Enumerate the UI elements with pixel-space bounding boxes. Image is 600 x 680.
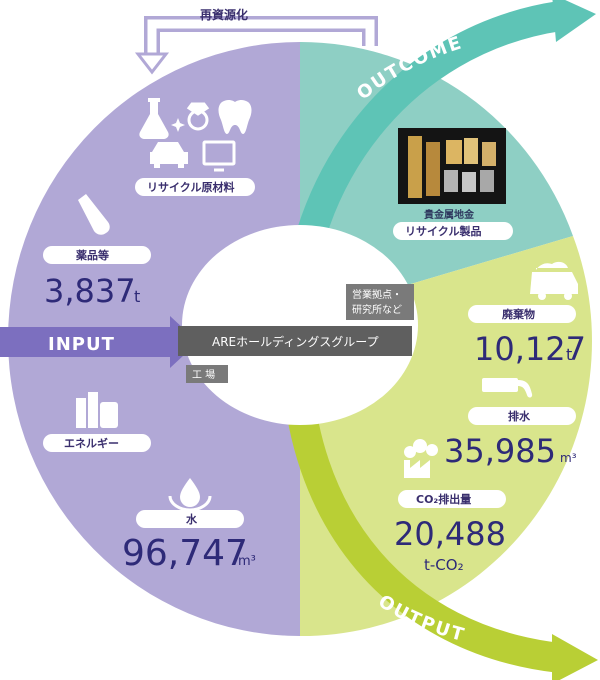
input-label: INPUT [48,334,115,355]
output-ring-section [300,236,592,637]
energy-pill [43,434,151,452]
co2-unit: t-CO₂ [424,556,464,574]
outcome-arrow-head [552,0,596,42]
ring-icon [186,102,210,131]
offices-label-line1: 営業拠点・ [352,288,402,301]
chemicals-value: 3,837 [44,272,136,310]
recycled-products-label: リサイクル製品 [405,224,481,238]
wastewater-label: 排水 [508,409,531,423]
drain-pipe-icon [482,378,533,398]
offices-label-line2: 研究所など [352,303,402,316]
group-bar [178,326,412,356]
factory-tag [186,365,228,383]
recycle-materials-pill [135,178,255,196]
waste-label: 廃棄物 [502,307,535,321]
recycled-products-pill [393,222,513,240]
group-label: AREホールディングスグループ [212,334,379,349]
precious-metal-label: 貴金属地金 [424,208,475,221]
co2-value: 20,488 [394,515,506,553]
factory-label: 工 場 [192,368,215,381]
flask-icon [139,98,169,139]
tooth-icon [218,99,252,134]
monitor-icon [202,140,236,172]
water-unit: m³ [238,554,256,569]
precious-metal-photo [398,128,506,204]
car-icon [150,142,188,168]
water-value: 96,747 [122,533,248,574]
co2-label: CO₂排出量 [416,492,471,506]
chemicals-unit: t [134,287,140,306]
chemicals-label: 薬品等 [76,248,109,262]
sparkle-icon [171,118,185,132]
chemicals-pill [43,246,151,264]
output-arrow-head [552,634,598,680]
recycle-materials-label: リサイクル原材料 [147,180,234,194]
water-label: 水 [186,512,198,526]
wastewater-unit: m³ [560,451,577,465]
center-hole [182,225,418,425]
co2-pill [398,490,506,508]
input-arrow [0,316,198,368]
water-pill [136,510,244,528]
recycling-label: 再資源化 [200,7,248,22]
waste-value: 10,127 [474,330,586,368]
factory-smoke-icon [404,439,438,478]
factory-tanks-icon [76,392,118,428]
dump-truck-icon [530,261,578,300]
offices-tag [346,284,414,320]
test-tube-icon [78,194,110,235]
waste-unit: t [566,345,572,364]
waste-pill [468,305,576,323]
recycling-loop-arrow [134,16,378,75]
energy-label: エネルギー [64,436,119,450]
wastewater-pill [468,407,576,425]
wastewater-value: 35,985 [444,432,556,470]
